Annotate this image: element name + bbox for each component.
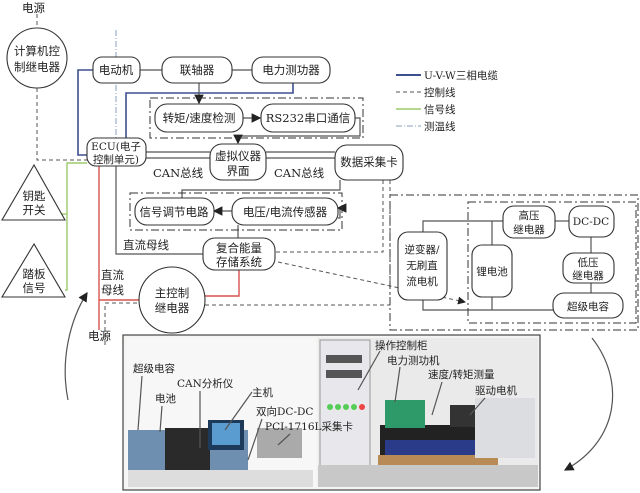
svg-text:继电器: 继电器 xyxy=(155,301,190,315)
svg-text:开关: 开关 xyxy=(23,203,46,217)
can-bus-label: CAN总线 xyxy=(153,166,204,180)
coupling-box: 联轴器 xyxy=(161,56,233,84)
lv-relay-box: 低压 继电器 xyxy=(562,252,615,284)
svg-text:逆变器/: 逆变器/ xyxy=(404,243,439,256)
svg-text:主控制: 主控制 xyxy=(155,286,190,300)
svg-text:界面: 界面 xyxy=(227,164,250,178)
detection-group xyxy=(149,97,364,139)
svg-text:复合能量: 复合能量 xyxy=(216,241,262,255)
photo-label-pci: PCI-1716L采集卡 xyxy=(265,420,353,433)
svg-text:DC-DC: DC-DC xyxy=(573,216,609,228)
signal-conditioning-box: 信号调节电路 xyxy=(134,197,215,226)
svg-text:制继电器: 制继电器 xyxy=(14,60,60,74)
legend: U-V-W三相电缆 控制线 信号线 测温线 xyxy=(396,69,498,133)
svg-text:电力测功器: 电力测功器 xyxy=(262,63,320,77)
hess-box: 复合能量 存储系统 xyxy=(202,237,276,271)
photo-label-cabinet: 操作控制柜 xyxy=(375,339,428,352)
svg-text:信号调节电路: 信号调节电路 xyxy=(140,205,209,219)
svg-text:锂电池: 锂电池 xyxy=(476,265,508,278)
svg-text:钥匙: 钥匙 xyxy=(23,189,46,203)
dcdc-box: DC-DC xyxy=(568,205,615,238)
svg-text:超级电容: 超级电容 xyxy=(567,300,609,313)
rs232-box: RS232串口通信 xyxy=(260,103,356,133)
virtual-instrument-box: 虚拟仪器 界面 xyxy=(209,143,267,181)
svg-text:ECU(电子: ECU(电子 xyxy=(91,140,141,153)
svg-text:信号: 信号 xyxy=(23,281,46,295)
photo-label-host: 主机 xyxy=(252,386,273,399)
svg-text:数据采集卡: 数据采集卡 xyxy=(340,155,398,169)
svg-text:计算机控: 计算机控 xyxy=(14,44,60,58)
main-relay: 主控制 继电器 xyxy=(138,266,206,334)
svg-text:U-V-W三相电缆: U-V-W三相电缆 xyxy=(424,69,498,82)
torque-speed-box: 转矩/速度检测 xyxy=(154,103,244,133)
photo-label-can-analyzer: CAN分析仪 xyxy=(177,377,234,390)
svg-text:转矩/速度检测: 转矩/速度检测 xyxy=(163,111,236,125)
computer-relay: 计算机控 制继电器 xyxy=(6,27,68,89)
svg-text:虚拟仪器: 虚拟仪器 xyxy=(215,149,261,163)
svg-text:踏板: 踏板 xyxy=(23,267,46,281)
svg-text:低压: 低压 xyxy=(578,256,599,269)
key-switch: 钥匙 开关 xyxy=(1,163,66,221)
svg-text:联轴器: 联轴器 xyxy=(180,63,215,77)
svg-text:电动机: 电动机 xyxy=(99,63,134,77)
test-bench-photo: 超级电容 电池 CAN分析仪 主机 双向DC-DC PCI-1716L采集卡 操… xyxy=(122,334,541,491)
top-power-label: 电源 xyxy=(22,1,45,15)
photo-label-speed-torque: 速度/转矩测量 xyxy=(428,368,495,381)
photo-label-dyno: 电力测功机 xyxy=(387,354,440,367)
supercap-box: 超级电容 xyxy=(552,292,624,319)
svg-text:高压: 高压 xyxy=(519,209,540,222)
photo-label-drive-motor: 驱动电机 xyxy=(475,384,517,397)
storage-group xyxy=(467,201,637,324)
dynamometer-box: 电力测功器 xyxy=(251,56,331,84)
hv-relay-box: 高压 继电器 xyxy=(502,205,556,239)
photo-label-supercap: 超级电容 xyxy=(133,362,175,375)
svg-text:RS232串口通信: RS232串口通信 xyxy=(266,111,351,125)
sensor-group xyxy=(129,192,343,231)
dc-bus-label: 母线 xyxy=(101,283,124,297)
photo-label-battery: 电池 xyxy=(155,392,176,405)
bottom-power-label: 电源 xyxy=(88,329,111,343)
ecu-box: ECU(电子 控制单元) xyxy=(86,137,147,167)
connection-lines xyxy=(36,14,614,471)
motor-box: 电动机 xyxy=(92,56,141,84)
photo-label-bidir-dcdc: 双向DC-DC xyxy=(256,405,313,418)
svg-text:电压/电流传感器: 电压/电流传感器 xyxy=(243,205,328,219)
li-battery-box: 锂电池 xyxy=(471,244,513,298)
vi-sensor-box: 电压/电流传感器 xyxy=(231,197,339,226)
inverter-box: 逆变器/ 无刷直 流电机 xyxy=(397,231,448,301)
svg-text:继电器: 继电器 xyxy=(513,223,545,236)
svg-text:无刷直: 无刷直 xyxy=(406,259,438,272)
dc-bus-label: 直流母线 xyxy=(123,238,169,252)
svg-text:测温线: 测温线 xyxy=(424,120,456,133)
can-bus-label: CAN总线 xyxy=(274,166,325,180)
svg-text:控制单元): 控制单元) xyxy=(93,153,139,166)
powertrain-group xyxy=(389,194,639,331)
svg-text:流电机: 流电机 xyxy=(406,275,438,288)
svg-text:存储系统: 存储系统 xyxy=(216,255,262,269)
svg-text:继电器: 继电器 xyxy=(572,269,604,282)
pedal-signal: 踏板 信号 xyxy=(1,242,66,298)
svg-text:信号线: 信号线 xyxy=(424,103,456,116)
dc-bus-label: 直流 xyxy=(101,268,124,282)
daq-box: 数据采集卡 xyxy=(334,144,404,181)
svg-text:控制线: 控制线 xyxy=(424,86,456,99)
